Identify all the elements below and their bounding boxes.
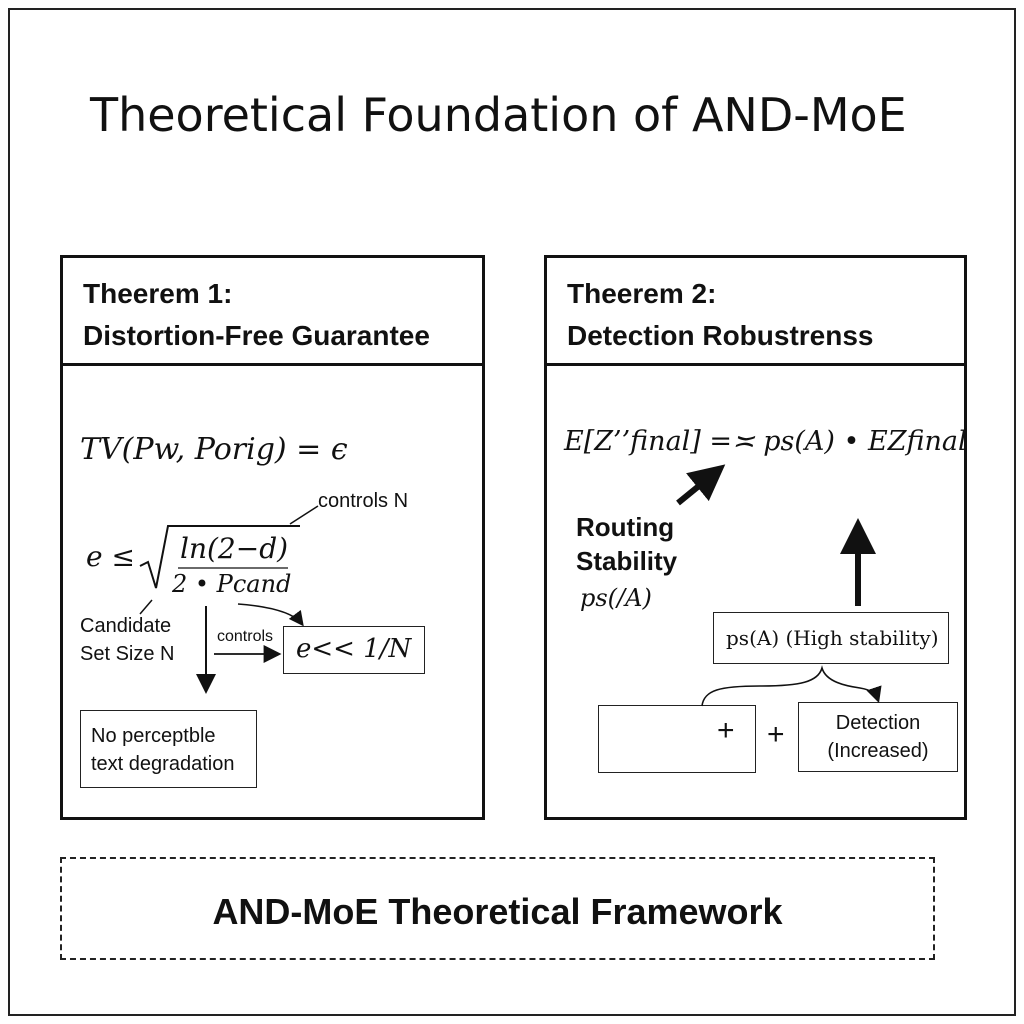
candidate-label-line1: Candidate — [80, 615, 172, 637]
bound-denominator: 2 • Pcand — [172, 570, 292, 598]
controls-label: controls — [217, 628, 274, 645]
controls-n-pointer — [289, 505, 319, 525]
bound-lhs: e ≤ — [86, 540, 135, 573]
no-degradation-line1: No perceptble — [91, 725, 216, 747]
theorem1-subtitle: Distortion-Free Guarantee — [83, 320, 430, 351]
routing-arrow — [676, 464, 726, 506]
no-degradation-line2: text degradation — [91, 753, 235, 775]
theorem1-title: Theerem 1: — [83, 278, 233, 309]
candidate-pointer — [139, 599, 153, 615]
curved-arrow-to-result — [237, 603, 304, 627]
routing-label-line2: Stability — [576, 546, 678, 576]
controls-n-label: controls N — [318, 490, 409, 512]
theorem2-panel: Theerem 2: Detection Robustrenss — [544, 255, 967, 820]
outer-frame — [8, 8, 1016, 1016]
theorem2-title: Theerem 2: — [567, 278, 717, 309]
brace-curve — [701, 665, 882, 707]
result-equation: e<< 1/N — [296, 634, 412, 664]
high-stability-text: ps(A) (High stability) — [726, 626, 939, 650]
routing-math: ps(/A) — [580, 584, 652, 612]
empty-component-box: + — [598, 705, 756, 773]
page-title: Theoretical Foundation of AND-MoE — [90, 88, 907, 142]
theorem1-panel: Theerem 1: Distortion-Free Guarantee — [60, 255, 485, 820]
plus-outer-sign: + — [767, 718, 785, 751]
bound-numerator: ln(2−d) — [180, 532, 289, 565]
sqrt-sign — [139, 525, 300, 589]
expectation-equation: E[Z’’final] =≍ ps(A) • EZfinal — [564, 426, 967, 457]
tv-equation: TV(Pw, Porig) = ϵ — [80, 432, 348, 467]
candidate-label-line2: Set Size N — [80, 643, 175, 665]
plus-inner-sign: + — [717, 714, 735, 747]
framework-footer-box: AND-MoE Theoretical Framework — [60, 857, 935, 960]
detection-line1: Detection — [835, 712, 921, 734]
routing-label-line1: Routing — [576, 512, 675, 542]
detection-box: Detection (Increased) — [798, 702, 958, 772]
theorem1-header: Theerem 1: Distortion-Free Guarantee — [63, 258, 482, 366]
theorem2-header: Theerem 2: Detection Robustrenss — [547, 258, 964, 366]
high-stability-box: ps(A) (High stability) — [713, 612, 949, 664]
detection-line2: (Increased) — [827, 740, 929, 762]
result-box: e<< 1/N — [283, 626, 425, 674]
no-degradation-box: No perceptble text degradation — [80, 710, 257, 788]
framework-footer-label: AND-MoE Theoretical Framework — [212, 891, 783, 932]
theorem2-subtitle: Detection Robustrenss — [567, 320, 874, 351]
